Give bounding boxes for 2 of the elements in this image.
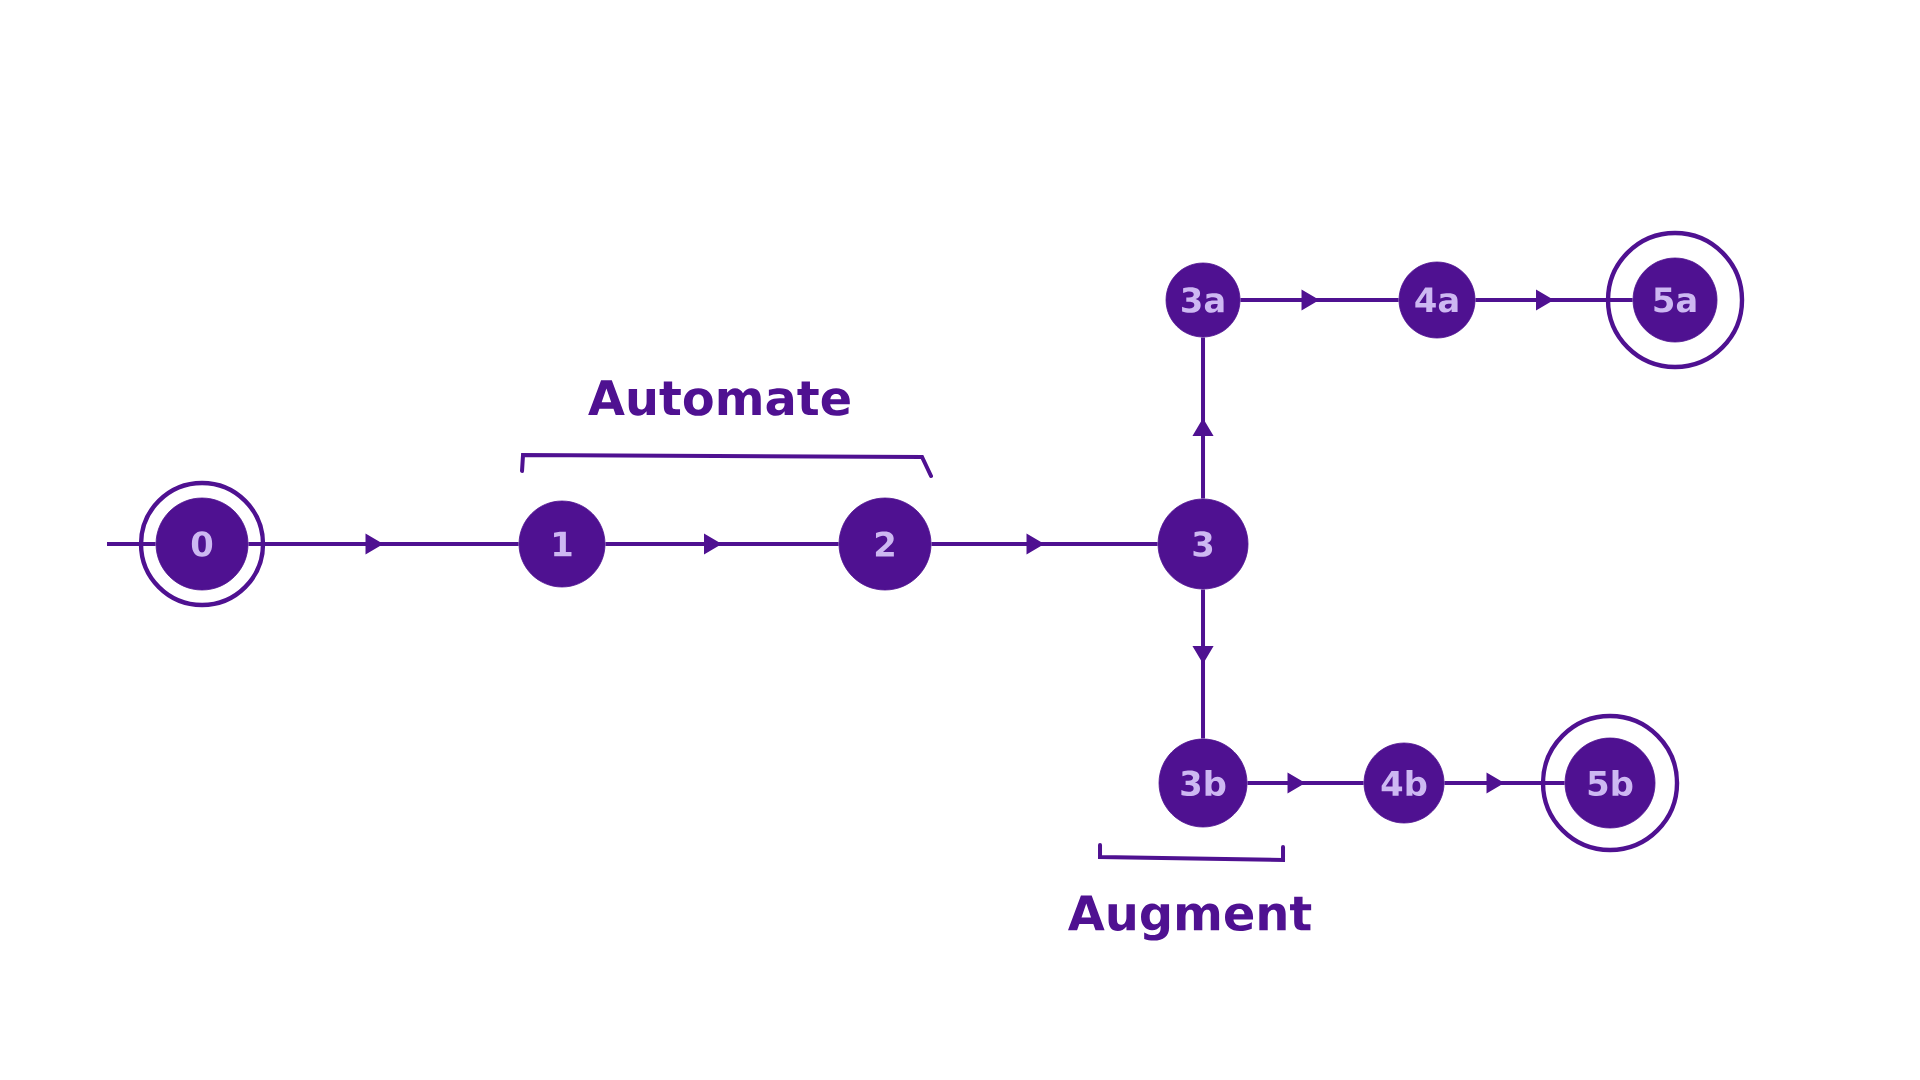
bracket-label: Automate: [588, 380, 850, 416]
bracket-label: Augment: [1068, 895, 1312, 941]
